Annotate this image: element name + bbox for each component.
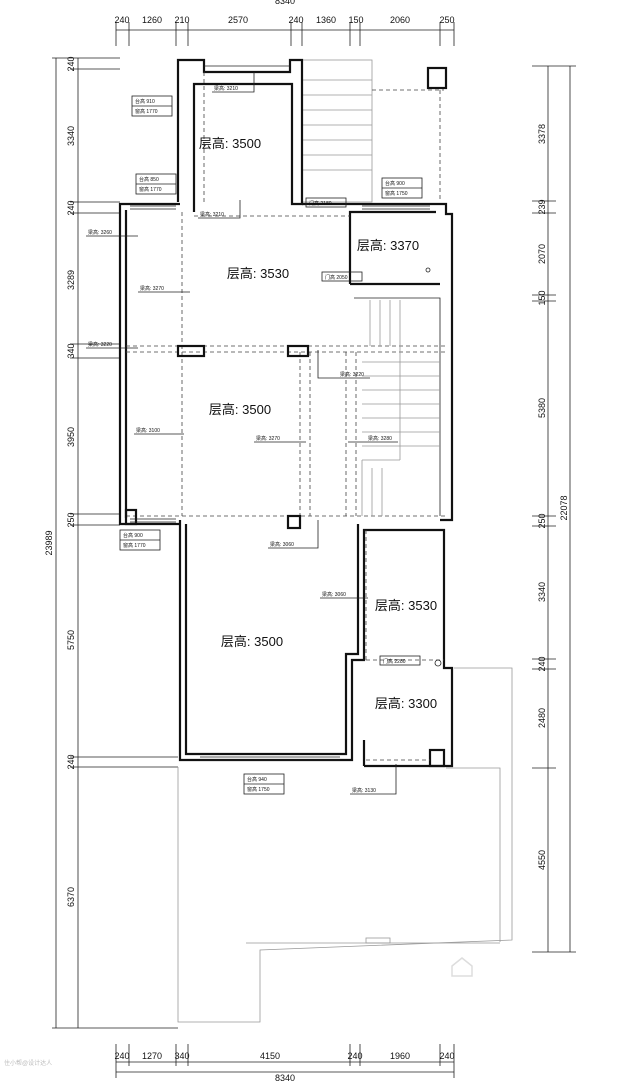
dim-bottom-seg-3: 340 [174, 1051, 189, 1061]
dim-top-seg-9: 250 [439, 15, 454, 25]
dim-right-seg-6: 250 [537, 513, 547, 528]
bottom-dimensions: 240 1270 340 4150 240 1960 240 8340 [114, 1044, 455, 1083]
walls [118, 58, 454, 768]
win-4-sill: 台高 900 [123, 532, 143, 539]
dim-right-seg-9: 2480 [537, 708, 547, 728]
dim-left-seg-6: 3950 [66, 427, 76, 447]
dim-top-seg-7: 150 [348, 15, 363, 25]
beam-tag-2: 梁高: 3210 [200, 211, 224, 218]
dim-bottom-seg-4: 4150 [260, 1051, 280, 1061]
dim-left-total: 23989 [44, 530, 54, 555]
right-dimensions: 3378 239 2070 150 5380 250 3340 240 2480… [532, 65, 576, 953]
dim-left-seg-4: 3289 [66, 270, 76, 290]
dim-right-seg-3: 2070 [537, 244, 547, 264]
win-2-height: 窗高 1770 [139, 186, 162, 193]
dim-right-seg-4: 150 [537, 290, 547, 305]
win-5-sill: 台高 940 [247, 776, 267, 783]
beam-tag-12: 梁高: 3130 [352, 787, 376, 794]
room-label-5: 层高: 3530 [375, 598, 437, 613]
beam-tag-11: 梁高: 3060 [322, 591, 346, 598]
yard-outline [177, 59, 513, 1023]
room-label-4: 层高: 3500 [209, 402, 271, 417]
beam-tag-7: 梁高: 3100 [136, 427, 160, 434]
dim-bottom-seg-5: 240 [347, 1051, 362, 1061]
dim-left-seg-10: 6370 [66, 887, 76, 907]
beam-tag-1: 梁高: 3210 [214, 85, 238, 92]
dim-top-total: 8340 [275, 0, 295, 6]
dim-bottom-seg-6: 1960 [390, 1051, 410, 1061]
room-labels: 层高: 3500 层高: 3530 层高: 3370 层高: 3500 层高: … [199, 136, 437, 711]
beam-tag-3: 梁高: 3260 [88, 229, 112, 236]
left-dimensions: 240 3340 240 3289 340 3950 250 5750 240 … [44, 56, 178, 1029]
win-1-height: 窗高 1770 [135, 108, 158, 115]
win-4-height: 窗高 1770 [123, 542, 146, 549]
win-1-sill: 台高 910 [135, 98, 155, 105]
window-tags: 台高 910 窗高 1770 台高 850 窗高 1770 台高 900 窗高 … [119, 95, 423, 795]
dim-top-seg-4: 2570 [228, 15, 248, 25]
dim-top-seg-3: 210 [174, 15, 189, 25]
room-label-2: 层高: 3530 [227, 266, 289, 281]
dim-top-seg-5: 240 [288, 15, 303, 25]
column [426, 66, 448, 90]
dim-top-seg-2: 1260 [142, 15, 162, 25]
top-dimensions: 8340 240 1260 210 2570 240 1360 150 2060… [114, 0, 455, 46]
dim-left-seg-1: 240 [66, 56, 76, 71]
dim-top-seg-6: 1360 [316, 15, 336, 25]
dim-bottom-seg-7: 240 [439, 1051, 454, 1061]
door-tag-2: 门高 2050 [325, 274, 348, 281]
room-label-1: 层高: 3500 [199, 136, 261, 151]
beam-tag-5: 梁高: 3220 [88, 341, 112, 348]
door-tag-1: 门高 2180 [309, 200, 332, 207]
win-2-sill: 台高 850 [139, 176, 159, 183]
win-3-sill: 台高 900 [385, 180, 405, 187]
beam-tag-6: 梁高: 3220 [340, 371, 364, 378]
dim-left-seg-9: 240 [66, 754, 76, 769]
logo-icon [451, 957, 473, 977]
win-3-height: 窗高 1750 [385, 190, 408, 197]
room-label-6: 层高: 3500 [221, 634, 283, 649]
watermark: 住小帮@设计达人 [4, 1061, 53, 1067]
dim-bottom-total: 8340 [275, 1073, 295, 1083]
dim-left-seg-8: 5750 [66, 630, 76, 650]
door-tags: 门高 2180 门高 2050 门高 2280 [305, 197, 421, 666]
beam-tag-9: 梁高: 3280 [368, 435, 392, 442]
beam-tag-4: 梁高: 3270 [140, 285, 164, 292]
dim-right-seg-7: 3340 [537, 582, 547, 602]
dim-right-seg-1: 3378 [537, 124, 547, 144]
dim-right-total: 22078 [559, 495, 569, 520]
room-label-3: 层高: 3370 [357, 238, 419, 253]
door-tag-3: 门高 2280 [383, 658, 406, 665]
dim-right-seg-5: 5380 [537, 398, 547, 418]
beam-tag-10: 梁高: 3060 [270, 541, 294, 548]
dim-bottom-seg-1: 240 [114, 1051, 129, 1061]
dim-bottom-seg-2: 1270 [142, 1051, 162, 1061]
dim-right-seg-8: 240 [537, 656, 547, 671]
beam-tag-8: 梁高: 3270 [256, 435, 280, 442]
dim-left-seg-2: 3340 [66, 126, 76, 146]
dim-left-seg-5: 340 [66, 343, 76, 358]
beam-tags: 梁高: 3210 梁高: 3210 梁高: 3260 梁高: 3270 梁高: … [86, 72, 398, 795]
dim-right-seg-10: 4550 [537, 850, 547, 870]
dim-left-seg-7: 250 [66, 512, 76, 527]
win-5-height: 窗高 1750 [247, 786, 270, 793]
room-label-7: 层高: 3300 [375, 696, 437, 711]
dim-top-seg-8: 2060 [390, 15, 410, 25]
dim-left-seg-3: 240 [66, 200, 76, 215]
dim-right-seg-2: 239 [537, 199, 547, 214]
dim-top-seg-1: 240 [114, 15, 129, 25]
